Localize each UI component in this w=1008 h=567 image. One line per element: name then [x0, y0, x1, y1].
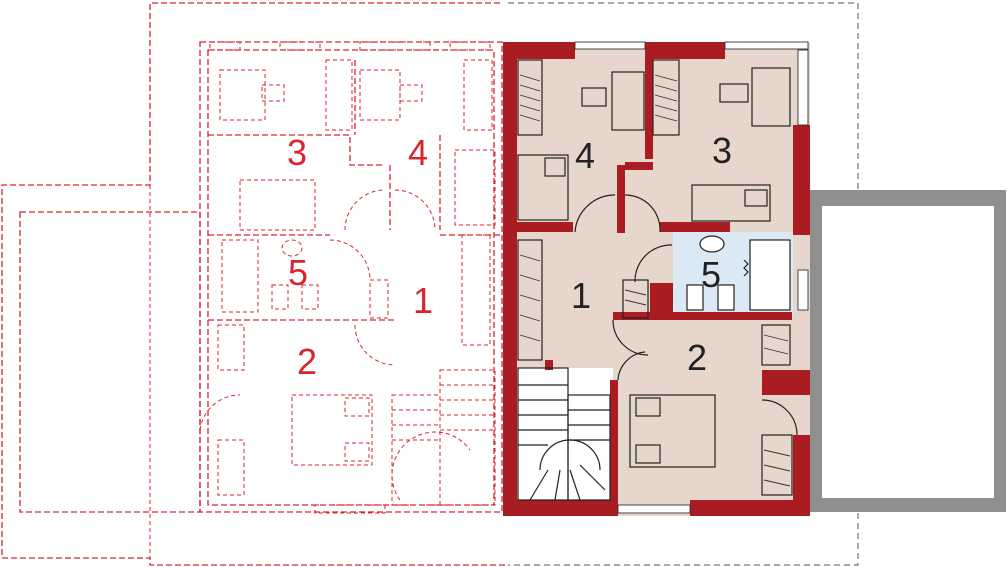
room-1-label: 1 [571, 275, 591, 316]
room-3-label: 3 [712, 130, 732, 171]
ghost-room-3-label: 3 [287, 132, 307, 173]
floor-plan [503, 41, 810, 516]
ghost-plan [19, 41, 503, 514]
terrace [808, 190, 1006, 512]
ghost-room-4-label: 4 [408, 132, 428, 173]
ghost-room-5-label: 5 [288, 252, 308, 293]
ghost-room-1-label: 1 [413, 280, 433, 321]
room-4-label: 4 [575, 135, 595, 176]
room-5-label: 5 [701, 254, 721, 295]
room-2-label: 2 [687, 337, 707, 378]
ghost-room-2-label: 2 [297, 341, 317, 382]
